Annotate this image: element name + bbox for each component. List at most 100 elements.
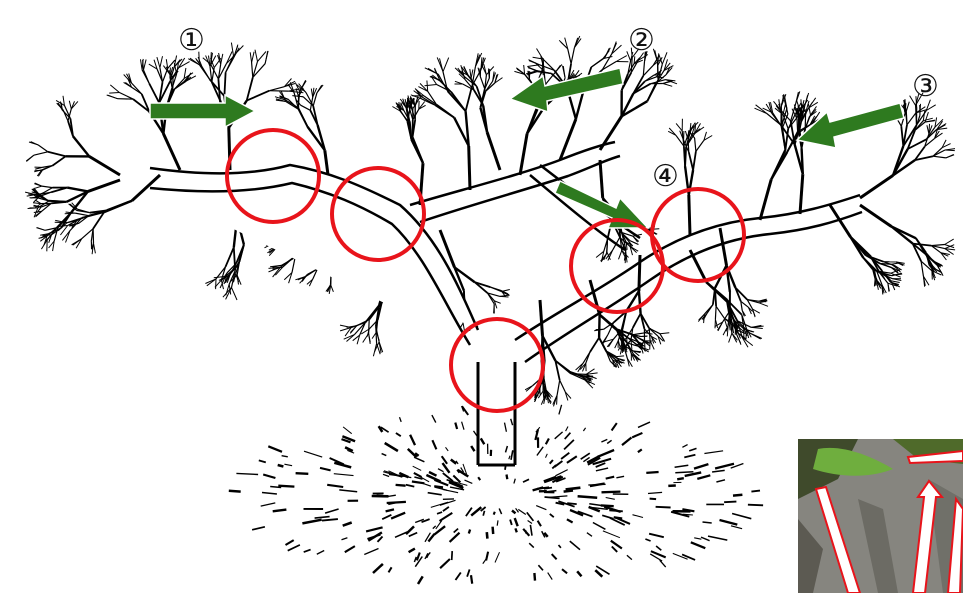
grass-stroke: [536, 506, 546, 510]
twig: [486, 67, 493, 75]
tree-trunk: [478, 362, 515, 465]
twig: [716, 306, 724, 318]
grass-stroke: [325, 509, 339, 513]
grass-stroke: [538, 565, 543, 570]
grass-stroke: [559, 405, 562, 415]
twig: [199, 65, 209, 80]
grass-stroke: [499, 509, 501, 515]
grass-stroke: [263, 475, 275, 479]
grass-stroke: [296, 473, 309, 474]
grass-stroke: [590, 484, 605, 487]
twig: [643, 62, 644, 76]
grass-stroke: [648, 492, 662, 493]
grass-stroke: [523, 529, 529, 536]
twig: [645, 333, 653, 334]
grass-stroke: [493, 527, 494, 534]
grass-stroke: [343, 427, 352, 434]
twig: [35, 186, 42, 188]
grass-stroke: [708, 536, 727, 540]
grass-stroke: [656, 507, 671, 508]
twig: [860, 205, 891, 227]
twig: [110, 85, 119, 93]
grass-stroke: [315, 517, 330, 519]
twig: [469, 146, 470, 190]
grass-stroke: [273, 510, 287, 512]
grass-stroke: [527, 512, 534, 521]
twig: [603, 335, 608, 344]
grass-stroke: [514, 479, 515, 484]
twig: [605, 48, 610, 58]
twig: [907, 113, 916, 125]
twig: [600, 160, 603, 198]
grass-stroke: [570, 541, 580, 550]
grass-stroke: [409, 549, 415, 553]
grass-stroke: [339, 490, 357, 492]
twig: [906, 102, 909, 112]
grass-stroke: [675, 472, 693, 473]
grass-stroke: [606, 477, 615, 479]
twig: [663, 84, 672, 87]
arrow-2-icon: [510, 68, 623, 112]
twig: [252, 52, 255, 63]
grass-stroke: [383, 474, 389, 476]
grass-stroke: [515, 518, 518, 526]
grass-stroke: [440, 500, 456, 505]
grass-stroke: [507, 475, 508, 480]
grass-stroke: [651, 551, 666, 557]
grass-stroke: [282, 456, 288, 457]
grass-stroke: [649, 534, 664, 538]
twig: [26, 155, 33, 161]
grass-stroke: [455, 423, 457, 429]
label-1: ①: [178, 26, 205, 56]
grass-stroke: [417, 553, 420, 561]
grass-stroke: [471, 575, 472, 584]
grass-stroke: [471, 446, 474, 451]
twig: [851, 237, 867, 256]
grass-stroke: [523, 479, 529, 482]
grass-stroke: [486, 552, 488, 561]
twig: [874, 279, 875, 287]
twig: [66, 231, 71, 243]
grass-stroke: [487, 532, 488, 539]
twig: [695, 138, 696, 151]
grass-stroke: [593, 523, 606, 530]
grass-stroke: [259, 460, 266, 462]
twig: [160, 56, 163, 67]
grass-stroke: [320, 468, 331, 471]
twig: [660, 333, 669, 334]
grass-stroke: [691, 542, 706, 548]
grass-stroke: [638, 422, 650, 427]
twig: [590, 338, 599, 352]
twig: [94, 243, 96, 253]
twig: [49, 201, 67, 202]
grass-stroke: [469, 530, 470, 534]
twig: [490, 287, 501, 291]
twig: [276, 100, 286, 101]
grass-stroke: [386, 509, 394, 511]
grass-stroke: [616, 476, 624, 478]
twig: [107, 95, 118, 99]
grass-stroke: [395, 532, 408, 537]
twig: [633, 333, 645, 335]
twig: [425, 85, 437, 86]
grass-stroke: [467, 569, 470, 576]
grass-stroke: [396, 485, 406, 486]
grass-stroke: [751, 491, 760, 492]
grass-stroke: [366, 527, 383, 531]
twig: [63, 96, 64, 106]
twig: [689, 195, 690, 235]
grass-stroke: [703, 522, 712, 523]
twig: [737, 334, 741, 343]
grass-stroke: [443, 507, 449, 511]
twig: [265, 51, 268, 64]
grass-stroke: [682, 445, 687, 448]
label-2: ②: [628, 26, 655, 56]
grass-stroke: [650, 499, 657, 500]
grass-stroke: [432, 440, 436, 449]
twig: [751, 327, 762, 328]
grass-stroke: [345, 546, 355, 552]
twig: [71, 101, 78, 109]
grass-stroke: [413, 466, 422, 470]
twig: [149, 84, 159, 103]
twig: [599, 315, 600, 338]
